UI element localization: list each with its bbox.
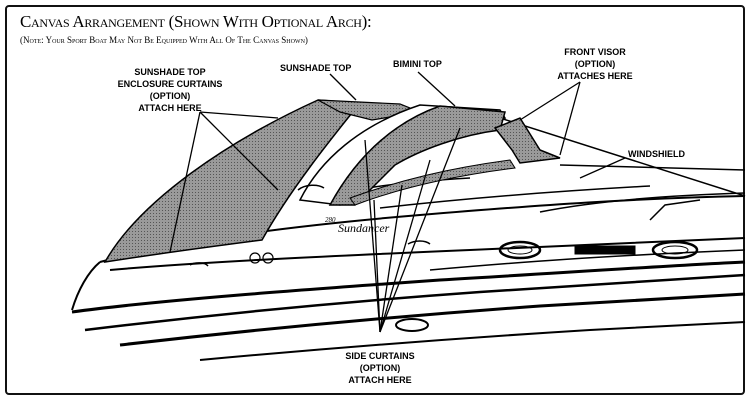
- label-side-curtains: SIDE CURTAINS (OPTION) ATTACH HERE: [345, 351, 415, 385]
- label-sunshade-top: SUNSHADE TOP: [280, 63, 352, 73]
- side-curtain-band: [349, 159, 516, 206]
- label-front-visor: FRONT VISOR (OPTION) ATTACHES HERE: [557, 47, 633, 81]
- callout-lines: [169, 71, 626, 333]
- hull-details: [189, 184, 699, 332]
- diagram-frame: [5, 5, 745, 395]
- brand-logo: Sundancer: [338, 221, 390, 235]
- sunshade-top-canvas: [103, 99, 362, 263]
- diagram-title: Canvas Arrangement (Shown With Optional …: [20, 12, 372, 31]
- label-sunshade-enclosure: SUNSHADE TOP ENCLOSURE CURTAINS (OPTION)…: [117, 67, 223, 113]
- front-visor-canvas: [493, 117, 561, 164]
- label-windshield: WINDSHIELD: [628, 149, 685, 159]
- label-bimini-top: BIMINI TOP: [393, 59, 442, 69]
- bimini-top-canvas: [328, 105, 506, 206]
- model-number: 280: [325, 216, 336, 224]
- diagram-note: (Note: Your Sport Boat May Not Be Equipp…: [20, 35, 308, 45]
